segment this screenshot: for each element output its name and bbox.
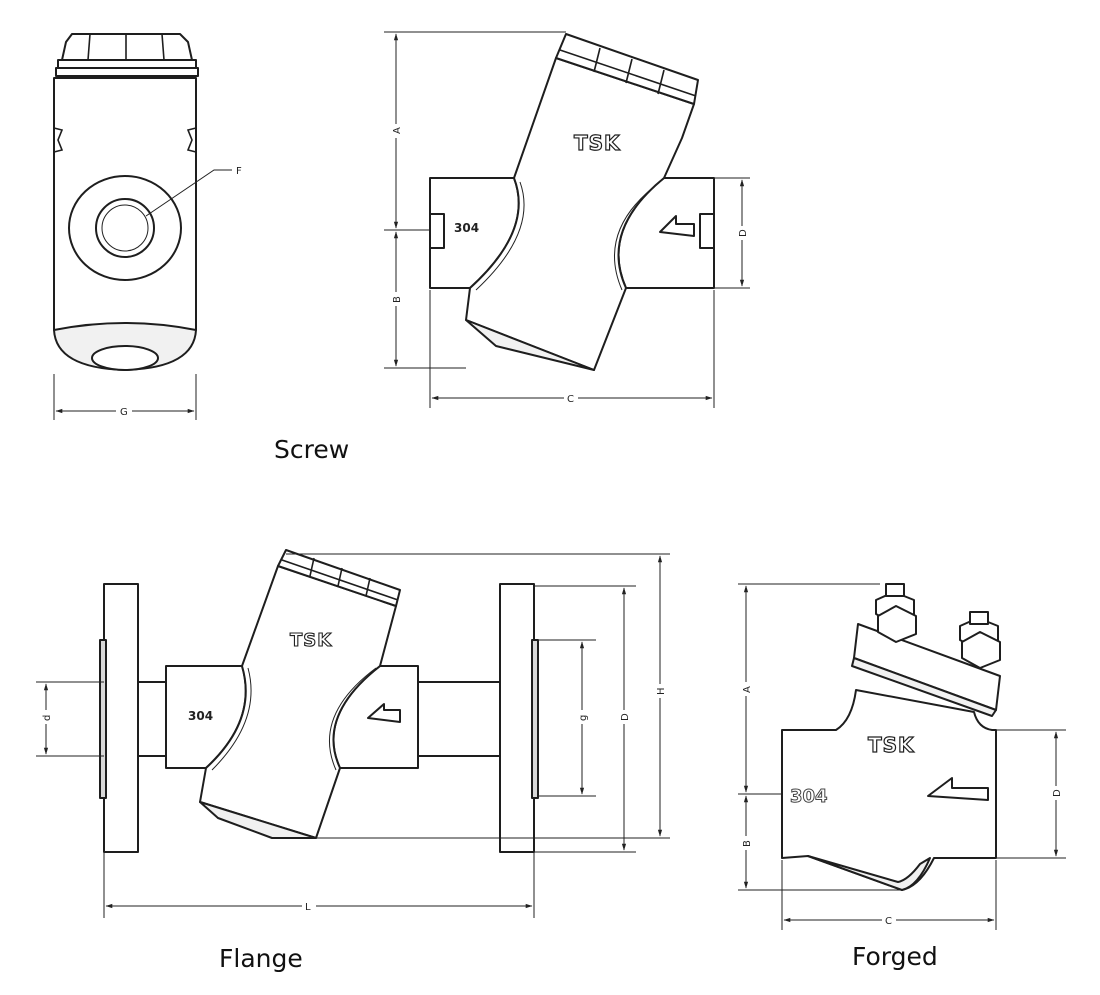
brand-logo: TSK xyxy=(574,131,621,155)
dim-label-g: g xyxy=(578,715,589,721)
brand-logo-forged: TSK xyxy=(868,733,915,757)
dim-label-G: G xyxy=(120,407,128,418)
dim-label-A: A xyxy=(392,127,403,134)
caption-flange: Flange xyxy=(219,944,303,973)
dim-label-B: B xyxy=(392,296,403,303)
screw-side-view: F G xyxy=(53,33,242,420)
flange-view: 304 TSK d g D H L xyxy=(36,549,670,918)
dim-label-D-forged: D xyxy=(1052,789,1063,797)
dim-label-F: F xyxy=(236,166,242,177)
screw-front-view: 304 TSK A B C D xyxy=(384,31,750,408)
dim-label-H: H xyxy=(656,687,667,695)
caption-screw: Screw xyxy=(274,435,349,464)
dim-label-B-forged: B xyxy=(742,840,753,847)
caption-forged: Forged xyxy=(852,942,938,971)
dim-label-A-forged: A xyxy=(742,686,753,693)
material-marking-forged: 304 xyxy=(790,786,828,807)
brand-logo-flange: TSK xyxy=(290,630,332,651)
dim-label-L: L xyxy=(305,902,311,913)
dim-label-D-flange: D xyxy=(620,713,631,721)
dim-label-C-forged: C xyxy=(885,916,892,927)
forged-view: TSK 304 A B C D xyxy=(738,583,1066,930)
material-marking: 304 xyxy=(454,221,479,235)
material-marking-flange: 304 xyxy=(188,709,213,723)
dim-label-C: C xyxy=(567,394,574,405)
dim-label-d: d xyxy=(42,715,53,721)
dim-label-D: D xyxy=(738,229,749,237)
